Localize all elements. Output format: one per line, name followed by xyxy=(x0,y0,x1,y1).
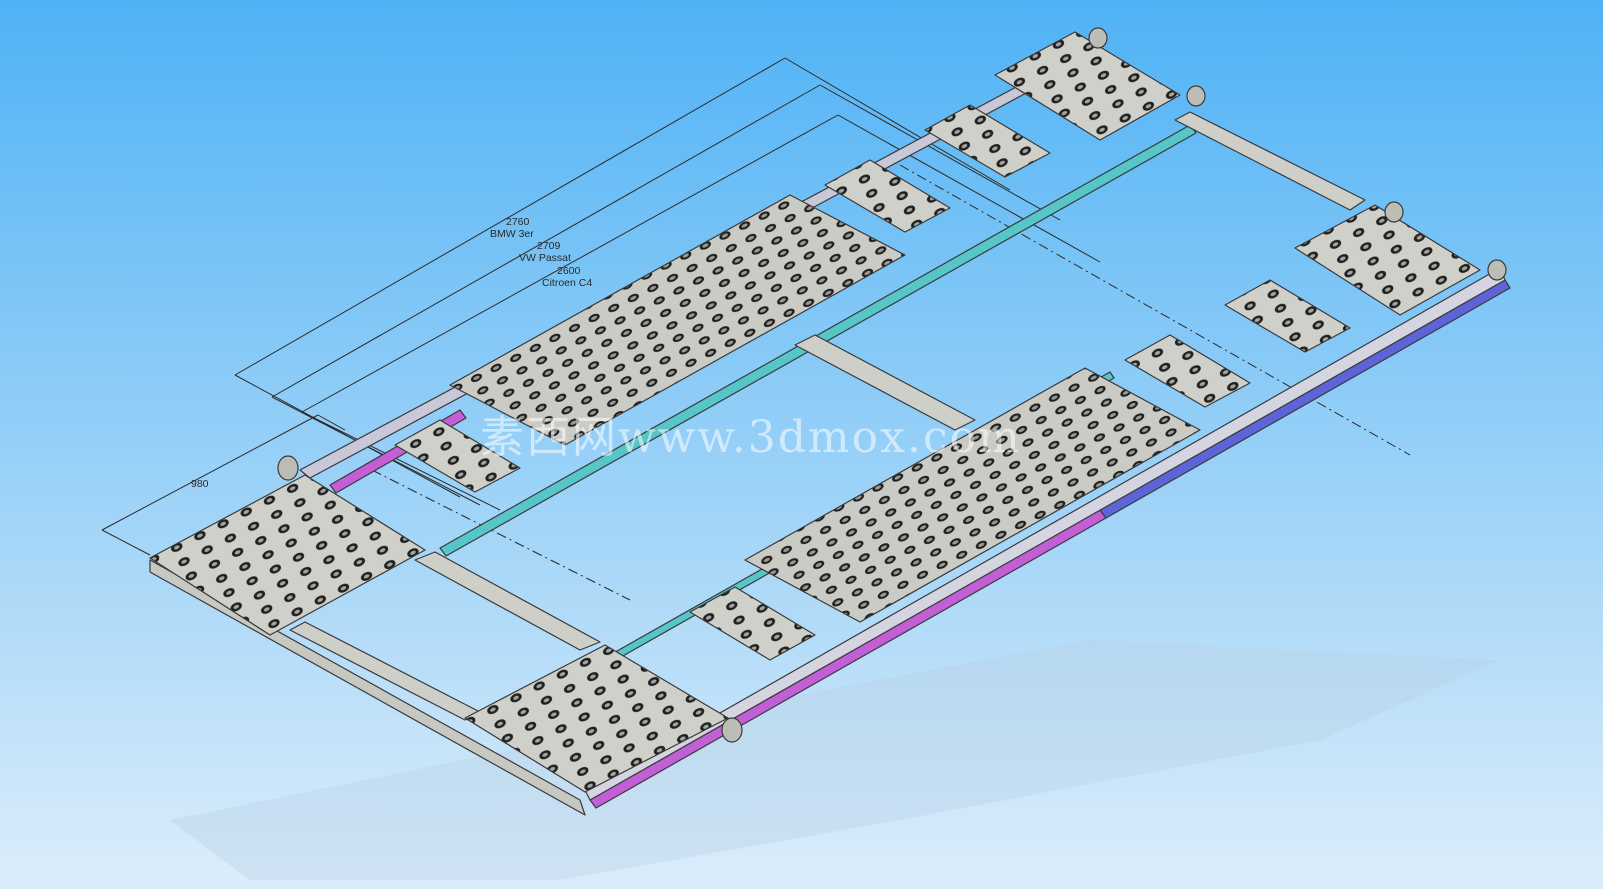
dim-passat-model: VW Passat xyxy=(519,252,571,264)
bracket-plate-2 xyxy=(824,159,951,233)
bracket-plate-5 xyxy=(1124,334,1251,408)
dim-citroen-model: Citroen C4 xyxy=(542,277,592,289)
dim-passat-value: 2709 xyxy=(537,240,561,252)
lift-brackets xyxy=(277,27,1507,743)
bracket-plate-4 xyxy=(1224,279,1351,353)
lift-bracket-top-1 xyxy=(1088,27,1108,49)
bottom-plate xyxy=(464,644,729,793)
dim-citroen-value: 2600 xyxy=(557,265,581,277)
left-end-plate xyxy=(149,474,426,636)
lift-bracket-right-2 xyxy=(1487,259,1507,281)
lift-bracket-bottom xyxy=(721,717,743,743)
cross-member-right xyxy=(1174,111,1366,211)
top-left-plate xyxy=(449,194,906,446)
lift-bracket-left xyxy=(277,455,299,481)
lift-bracket-right-1 xyxy=(1384,201,1404,223)
dim-bmw-value: 2760 xyxy=(506,216,530,228)
bracket-plate-6 xyxy=(689,586,816,661)
bracket-plate-1 xyxy=(394,419,521,493)
bracket-plate-3 xyxy=(924,104,1051,178)
right-end-plate xyxy=(1294,204,1481,316)
dimension-texts: 2760 BMW 3er 2709 VW Passat 2600 Citroen… xyxy=(191,216,592,490)
floor-shadow xyxy=(170,640,1500,880)
long-bottom-rail-top xyxy=(584,267,1506,801)
plates xyxy=(149,31,1481,793)
top-right-plate xyxy=(994,31,1181,141)
lift-bracket-top-2 xyxy=(1186,85,1206,107)
bottom-long-plate xyxy=(744,367,1201,623)
cross-member-left xyxy=(414,551,601,651)
dim-bmw-model: BMW 3er xyxy=(490,228,534,240)
cross-member-mid xyxy=(794,334,976,431)
dimension-lines xyxy=(101,57,1411,601)
dim-width-value: 980 xyxy=(191,478,209,490)
watermark: 素西网www.3dmox.com xyxy=(480,412,1022,463)
